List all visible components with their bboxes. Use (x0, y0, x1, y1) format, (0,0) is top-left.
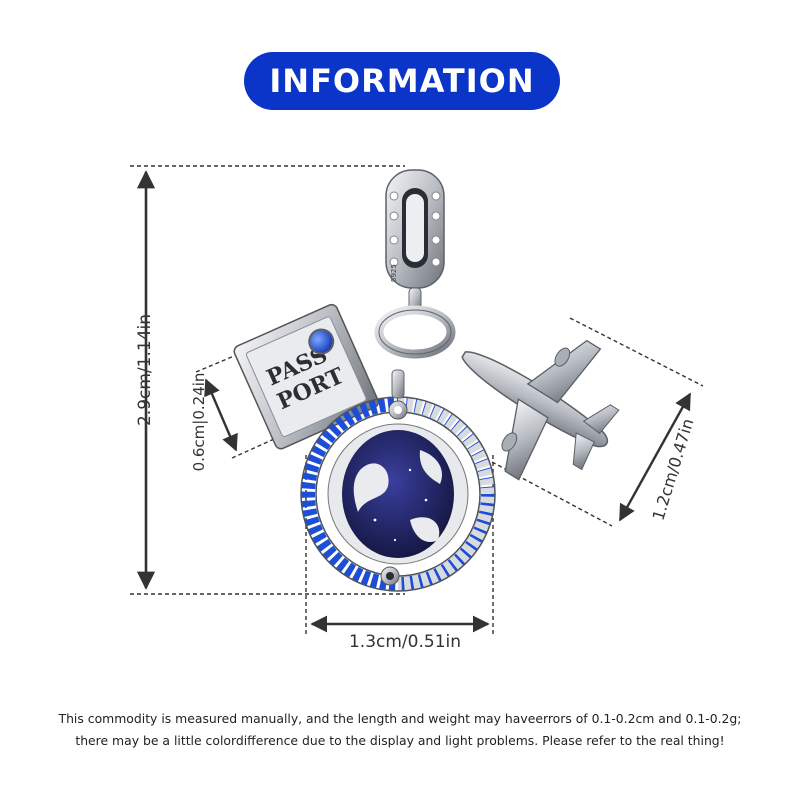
charm-bail: S925 (385, 169, 445, 289)
dimension-lines (130, 165, 704, 636)
disclaimer-line1: This commodity is measured manually, and… (58, 711, 742, 726)
disclaimer-line2: there may be a little colordifference du… (75, 733, 725, 748)
disclaimer: This commodity is measured manually, and… (20, 708, 780, 752)
jump-ring (374, 287, 456, 359)
stamp-text: S925 (390, 264, 398, 282)
information-banner: INFORMATION (244, 52, 560, 110)
globe-charm (300, 369, 496, 592)
passport-charm: PASS PORT (233, 303, 380, 450)
airplane-charm (461, 339, 620, 481)
passport-height-label: 0.6cm|0.24in (190, 372, 208, 472)
globe-width-label: 1.3cm/0.51in (348, 632, 462, 652)
total-height-label: 2.9cm/1.14in (135, 313, 155, 427)
